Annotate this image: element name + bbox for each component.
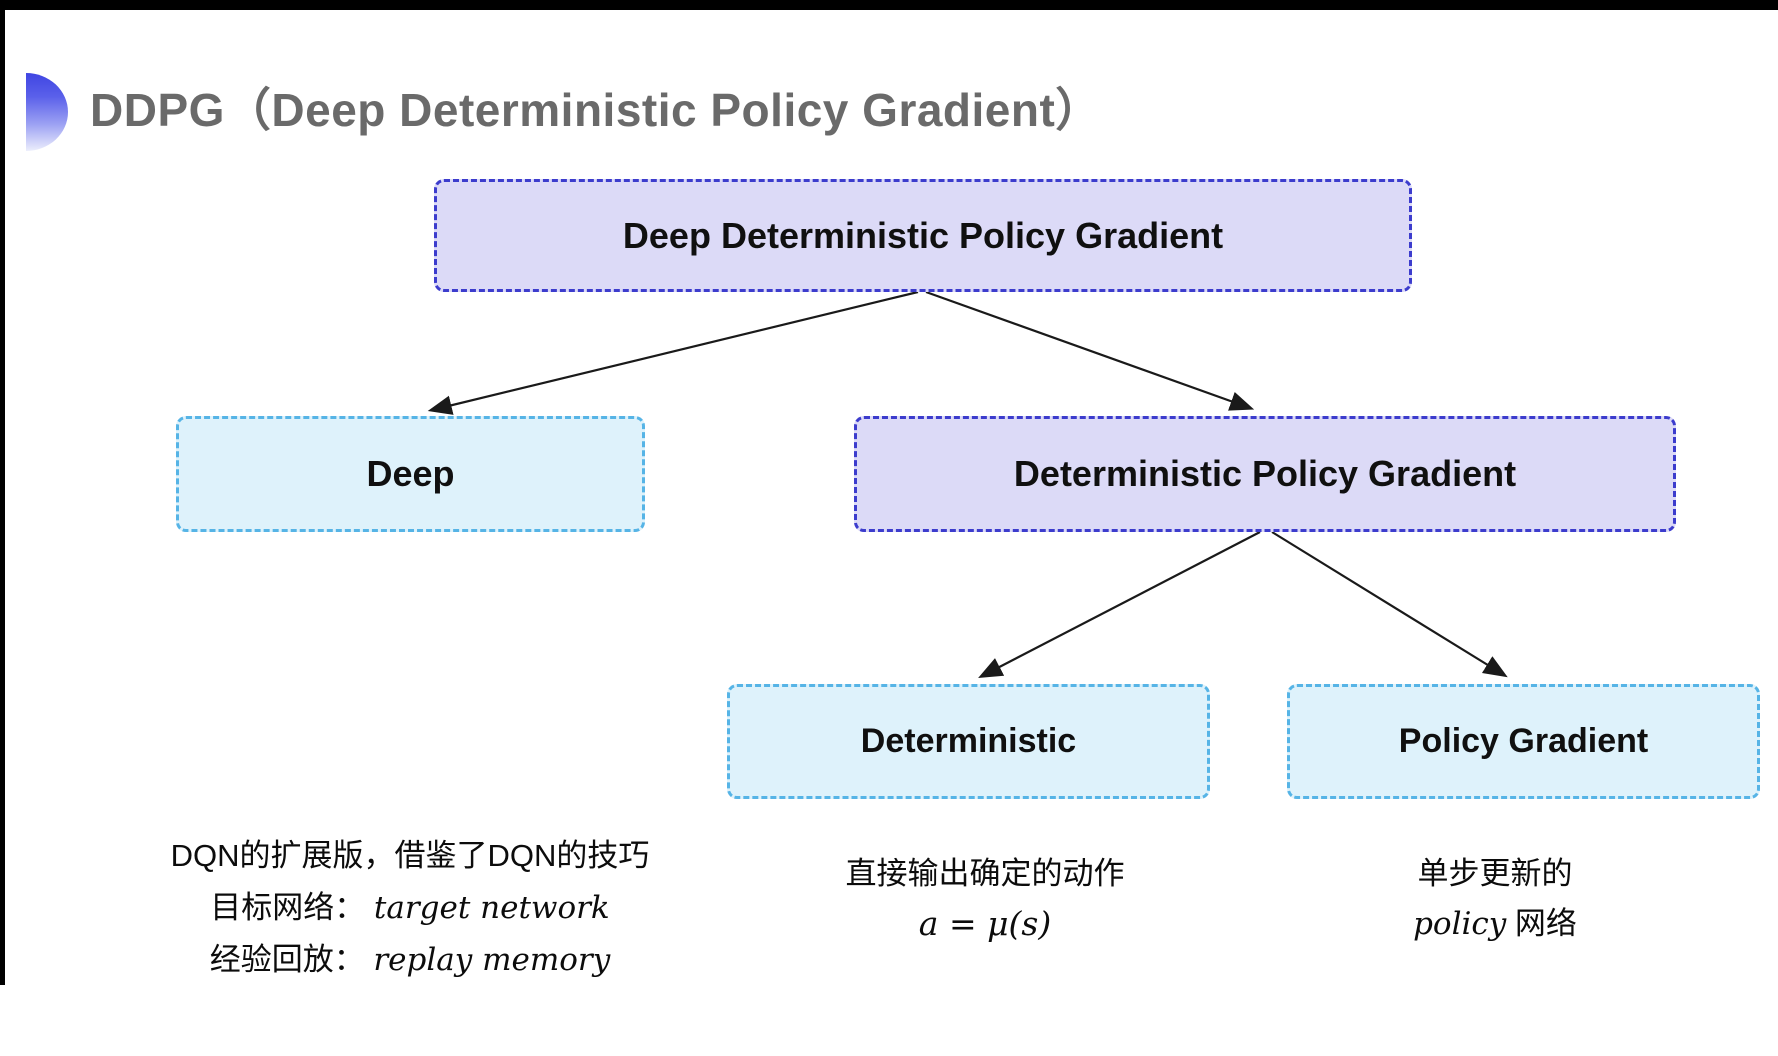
screen-top-edge [0,0,1778,10]
note-deep-line3-term: replay memory [373,942,611,978]
note-deep-line2: 目标网络： target network [110,882,710,934]
note-policy-gradient-line2: policy 网络 [1305,900,1685,948]
node-label: Policy Gradient [1398,722,1649,760]
note-deep-line1: DQN的扩展版，借鉴了DQN的技巧 [170,838,650,873]
node-label: Deterministic [860,722,1077,760]
note-policy-gradient-annotation: 单步更新的 policy 网络 [1305,848,1685,948]
note-policy-gradient-line2-suffix: 网络 [1514,906,1577,941]
edge-ddpg-to-deep [427,290,919,415]
screen-left-edge [0,0,5,985]
node-label: Deep Deterministic Policy Gradient [622,214,1224,256]
node-policy-gradient: Policy Gradient [1287,684,1760,799]
node-label: Deep [366,453,455,494]
edge-dpg-to-policy-gradient [1271,531,1508,678]
node-deterministic: Deterministic [727,684,1210,799]
note-deterministic-annotation: 直接输出确定的动作 a = μ(s) [795,848,1175,948]
note-deep-line3-label: 经验回放： [209,942,365,977]
page-title: DDPG（Deep Deterministic Policy Gradient） [90,84,1102,136]
note-policy-gradient-line1: 单步更新的 [1417,856,1573,891]
edge-dpg-to-deterministic [978,531,1261,679]
node-deterministic-policy-gradient: Deterministic Policy Gradient [854,416,1676,532]
note-deep-line2-term: target network [373,890,610,926]
node-deep-deterministic-policy-gradient: Deep Deterministic Policy Gradient [434,179,1412,292]
note-deep-line3: 经验回放： replay memory [110,934,710,986]
edge-ddpg-to-dpg [925,290,1255,411]
note-deterministic-line1: 直接输出确定的动作 [845,856,1125,891]
node-label: Deterministic Policy Gradient [1013,453,1517,494]
note-policy-gradient-line2-term: policy [1413,906,1507,942]
node-deep: Deep [176,416,645,532]
note-deep-annotation: DQN的扩展版，借鉴了DQN的技巧 目标网络： target network 经… [110,830,710,986]
note-deep-line2-label: 目标网络： [210,890,366,925]
note-deterministic-formula: a = μ(s) [918,904,1052,943]
